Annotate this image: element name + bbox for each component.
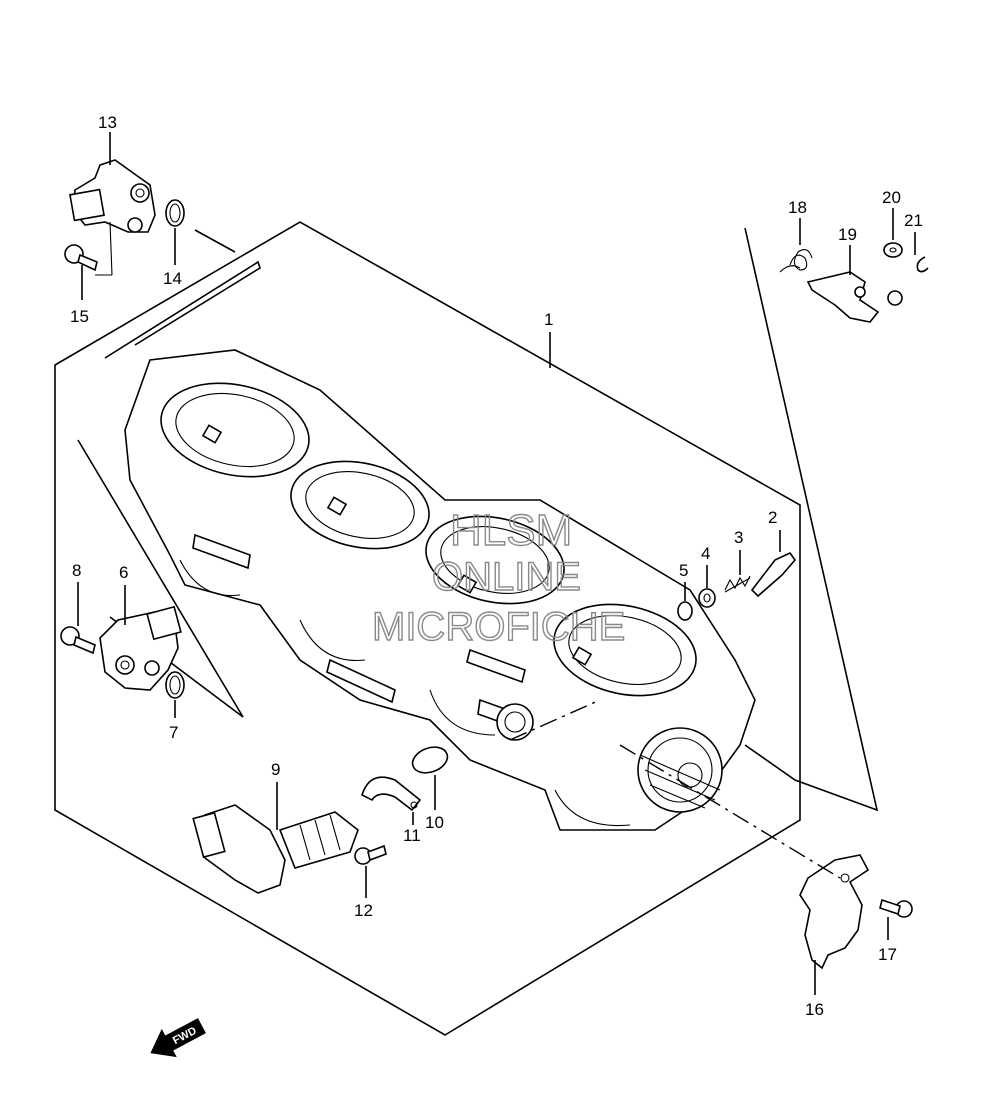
- centerline-bracket: [619, 744, 841, 879]
- spring-18: [779, 249, 813, 273]
- sensor-9: [192, 804, 359, 894]
- leader-lines: [77, 132, 916, 995]
- right-bracket-line: [744, 227, 879, 812]
- assembly-outline-box: [54, 221, 801, 1036]
- washer-20: [883, 242, 903, 258]
- clamp-11: [361, 776, 422, 812]
- screw-17: [879, 898, 913, 918]
- watermark-line-3: MICROFICHE: [372, 605, 625, 649]
- callout-9: 9: [271, 760, 280, 779]
- sensor-6: [99, 605, 182, 691]
- watermark-line-2: ONLINE: [432, 555, 581, 599]
- callout-15: 15: [70, 307, 89, 326]
- callout-14: 14: [163, 269, 182, 288]
- callout-7: 7: [169, 723, 178, 742]
- callout-19: 19: [838, 225, 857, 244]
- washer-4: [698, 588, 716, 608]
- callout-11: 11: [403, 826, 421, 845]
- screw-15: [64, 244, 98, 272]
- fwd-direction-arrow: FWD: [150, 1018, 206, 1058]
- sensor-bracket-line: [104, 260, 261, 359]
- callout-2: 2: [768, 508, 777, 527]
- callout-21: 21: [904, 211, 923, 230]
- lever-19: [806, 271, 903, 323]
- callout-1: 1: [544, 310, 553, 329]
- callout-20: 20: [882, 188, 901, 207]
- screw-2: [750, 551, 797, 598]
- callout-13: 13: [98, 113, 117, 132]
- callout-10: 10: [425, 813, 444, 832]
- o-ring-5: [677, 601, 693, 621]
- callout-labels: 1 2 3 4 5 6 7 8 9 10 11 12 13 14 15 16 1…: [70, 113, 923, 1019]
- callout-12: 12: [354, 901, 373, 920]
- spring-3: [724, 575, 751, 593]
- o-ring-14: [165, 199, 185, 227]
- callout-18: 18: [788, 198, 807, 217]
- callout-6: 6: [119, 563, 128, 582]
- leader-14-group: [194, 229, 236, 253]
- bracket-16: [799, 854, 870, 970]
- callout-4: 4: [701, 544, 710, 563]
- callout-5: 5: [679, 561, 688, 580]
- callout-8: 8: [72, 561, 81, 580]
- o-ring-10: [411, 746, 449, 774]
- screw-12: [354, 844, 387, 865]
- callout-17: 17: [878, 945, 897, 964]
- clip-21: [916, 256, 929, 273]
- throttle-body-assembly: [124, 349, 756, 831]
- o-ring-7: [165, 671, 185, 699]
- centerline-sensor: [509, 699, 601, 741]
- watermark: HLSM ONLINE MICROFICHE: [371, 505, 626, 649]
- callout-16: 16: [805, 1000, 824, 1019]
- screw-8: [60, 626, 96, 655]
- watermark-line-1: HLSM: [450, 506, 572, 555]
- callout-3: 3: [734, 528, 743, 547]
- sensor-13: [69, 159, 156, 276]
